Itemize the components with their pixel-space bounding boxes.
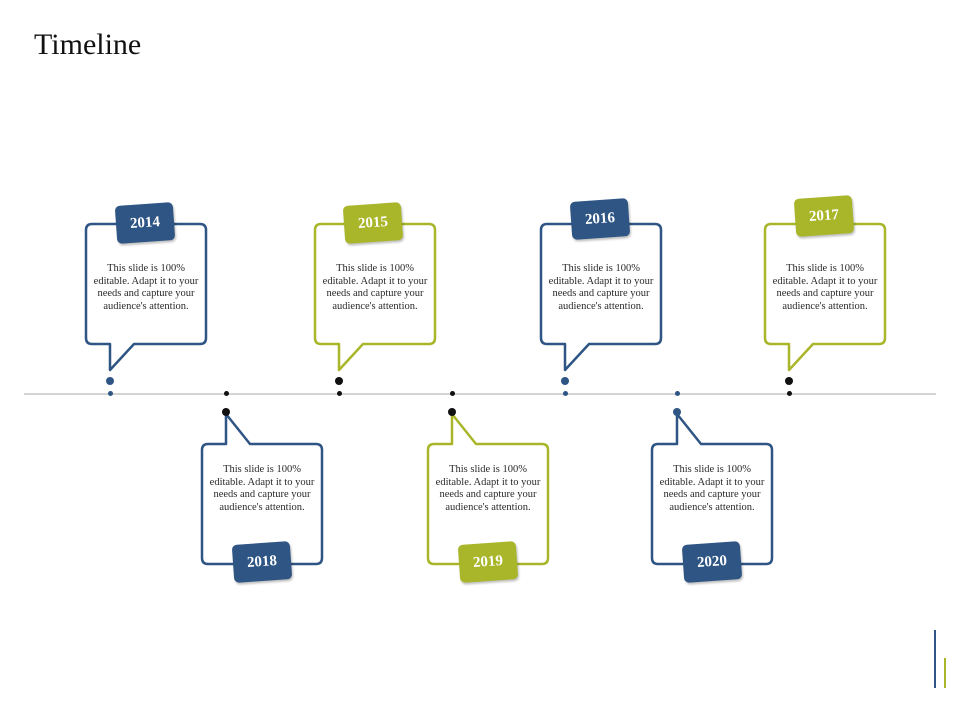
- callout-bubble-2016: [539, 222, 663, 372]
- timeline-tick-2014: [107, 391, 113, 396]
- timeline-tick-2016: [562, 391, 568, 396]
- corner-line-olive: [944, 658, 946, 688]
- event-description-2016: This slide is 100% editable. Adapt it to…: [548, 263, 654, 312]
- corner-line-navy: [934, 630, 936, 688]
- year-badge-2017: 2017: [793, 195, 855, 237]
- callout-bubble-2017: [763, 222, 887, 372]
- timeline-marker-2019: [448, 408, 456, 416]
- timeline-marker-2016: [561, 377, 569, 385]
- timeline-tick-2020: [674, 391, 680, 396]
- timeline-tick-2019: [449, 391, 455, 396]
- event-description-2014: This slide is 100% editable. Adapt it to…: [93, 263, 199, 312]
- callout-bubble-2018: [200, 412, 324, 566]
- timeline-marker-2018: [222, 408, 230, 416]
- callout-bubble-2014: [84, 222, 208, 372]
- year-badge-2014: 2014: [114, 202, 176, 244]
- callout-bubble-2019: [426, 412, 550, 566]
- event-description-2017: This slide is 100% editable. Adapt it to…: [772, 263, 878, 312]
- event-description-2019: This slide is 100% editable. Adapt it to…: [435, 464, 541, 513]
- timeline-marker-2014: [106, 377, 114, 385]
- year-badge-2020: 2020: [681, 541, 743, 583]
- callout-bubble-2015: [313, 222, 437, 372]
- year-badge-2015: 2015: [342, 202, 404, 244]
- year-badge-2018: 2018: [231, 541, 293, 583]
- timeline-tick-2015: [336, 391, 342, 396]
- timeline-marker-2017: [785, 377, 793, 385]
- timeline-tick-2018: [223, 391, 229, 396]
- year-badge-2019: 2019: [457, 541, 519, 583]
- page-title: Timeline: [34, 28, 142, 61]
- year-badge-2016: 2016: [569, 198, 631, 240]
- event-description-2015: This slide is 100% editable. Adapt it to…: [322, 263, 428, 312]
- callout-bubble-2020: [650, 412, 774, 566]
- timeline-tick-2017: [786, 391, 792, 396]
- event-description-2018: This slide is 100% editable. Adapt it to…: [209, 464, 315, 513]
- timeline-marker-2020: [673, 408, 681, 416]
- timeline-axis: [24, 393, 936, 395]
- timeline-marker-2015: [335, 377, 343, 385]
- event-description-2020: This slide is 100% editable. Adapt it to…: [659, 464, 765, 513]
